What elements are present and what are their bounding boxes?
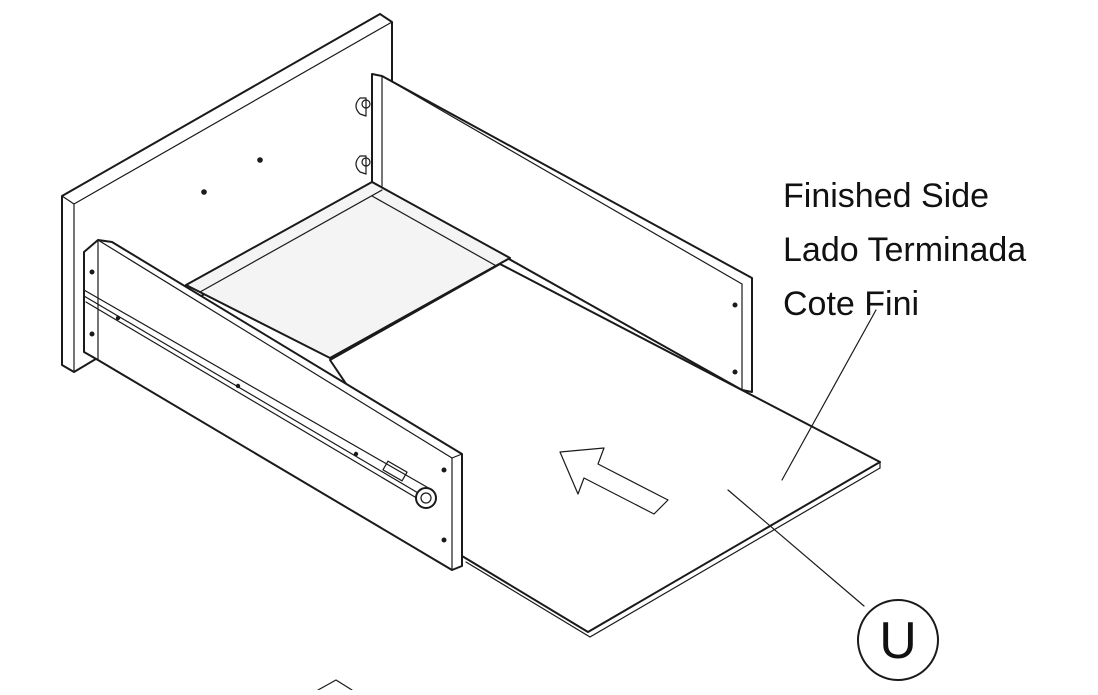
bottom-edge-mark <box>317 679 353 691</box>
leader-lines <box>727 309 877 607</box>
callout-line-3: Cote Fini <box>783 285 919 323</box>
drawer-slide-rail <box>83 289 437 509</box>
drawer-interior <box>185 181 511 359</box>
finished-side-callout: Finished Side Lado Terminada Cote Fini <box>783 177 1026 323</box>
left-side-panel <box>83 239 463 571</box>
callout-line-1: Finished Side <box>783 177 989 215</box>
part-label: U <box>879 612 917 670</box>
part-label-badge: U <box>857 599 939 681</box>
callout-line-2: Lado Terminada <box>783 231 1026 269</box>
insert-direction-arrow <box>559 447 669 515</box>
